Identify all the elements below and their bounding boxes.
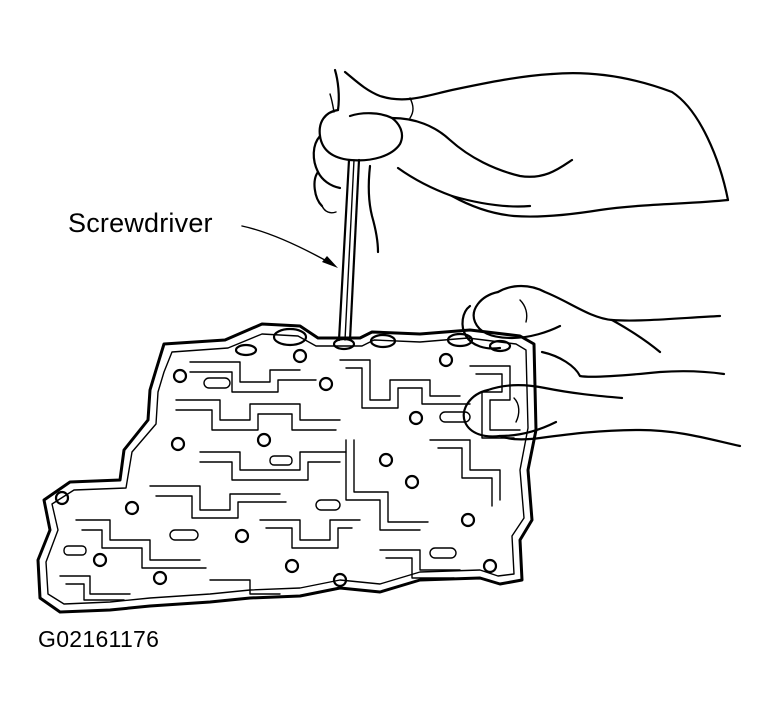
lower-hand-illustration	[461, 284, 742, 448]
upper-hand-illustration	[312, 68, 730, 254]
screwdriver-label: Screwdriver	[68, 208, 213, 238]
screwdriver-illustration	[332, 158, 361, 351]
callout-arrow	[241, 225, 338, 268]
figure-id-label: G02161176	[38, 626, 160, 652]
valve-body-illustration	[36, 322, 538, 614]
